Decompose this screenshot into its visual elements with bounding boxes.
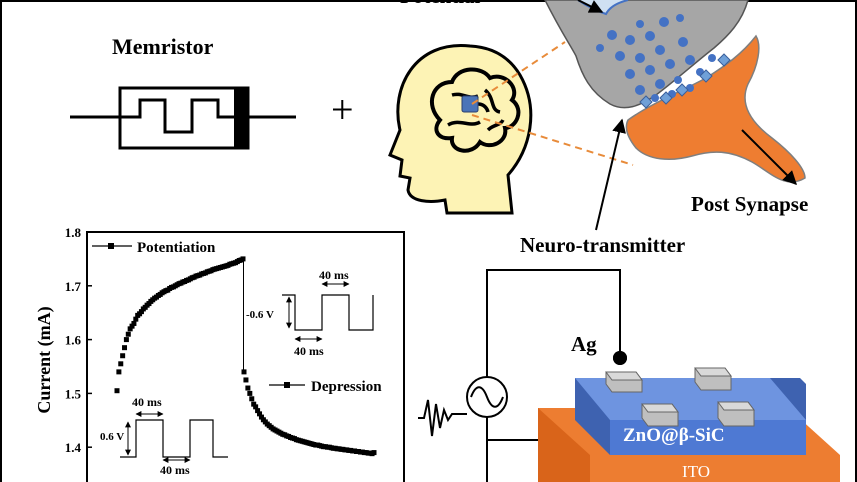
ag-electrode <box>694 367 732 391</box>
memristor-label: Memristor <box>112 34 214 59</box>
legend-depression-label: Depression <box>311 379 382 395</box>
depression-series-point <box>247 390 253 396</box>
y-axis-label: Current (mA) <box>34 306 55 413</box>
y-tick-label: 1.8 <box>65 225 82 240</box>
potentiation-series-point <box>131 320 137 326</box>
potentiation-series-point <box>116 369 122 375</box>
pulse-pos-width-top: 40 ms <box>132 395 162 409</box>
zno-layer <box>610 420 806 455</box>
post-synapse-arrow <box>741 129 797 185</box>
y-tick-label: 1.4 <box>65 440 82 455</box>
potentiation-series-point <box>122 345 128 351</box>
potentiation-series <box>114 256 246 394</box>
ag-electrode <box>717 401 755 427</box>
depression-series <box>241 369 377 457</box>
depression-series-point <box>245 385 251 391</box>
head-brain-icon <box>388 44 533 215</box>
y-tick-label: 1.5 <box>65 386 82 401</box>
potentiation-series-point <box>120 353 126 359</box>
y-tick-label: 1.7 <box>65 279 82 294</box>
synapse-illustration <box>544 0 806 183</box>
zno-layer-label: ZnO@β-SiC <box>623 425 725 446</box>
y-axis-ticks: 1.4 1.5 1.6 1.7 1.8 <box>65 225 92 455</box>
potentiation-series-point <box>138 309 144 315</box>
legend-potentiation-label: Potentiation <box>137 240 216 256</box>
neurotransmitter-arrow <box>595 118 626 231</box>
pulse-neg-amplitude: -0.6 V <box>246 309 274 321</box>
potentiation-series-point <box>240 256 246 262</box>
legend-potentiation: Potentiation <box>92 240 216 256</box>
ag-electrode <box>641 403 679 427</box>
depression-series-point <box>253 404 259 410</box>
depression-series-point <box>257 411 263 417</box>
potentiation-series-point <box>133 316 139 322</box>
y-tick-label: 1.6 <box>65 333 82 348</box>
zoom-line-top <box>471 41 566 105</box>
ag-label: Ag <box>571 332 597 356</box>
chart-area: 1.41.51.61.71.8 Potentiation Depression … <box>34 225 405 482</box>
pulse-inset-positive: 40 ms 0.6 V 40 ms <box>100 395 228 477</box>
potentiation-series-point <box>127 326 133 332</box>
potentiation-series-point <box>118 361 124 367</box>
pulse-pos-amplitude: 0.6 V <box>100 431 124 443</box>
depression-series-point <box>371 450 377 456</box>
depression-series-point <box>241 369 247 375</box>
pulse-pos-width-bottom: 40 ms <box>160 463 190 477</box>
potential-label: Potential <box>400 0 480 9</box>
pulse-inset-negative: 40 ms -0.6 V 40 ms <box>246 268 374 358</box>
ag-electrode <box>605 371 643 393</box>
device-stack <box>538 351 840 482</box>
neuro-transmitter-label: Neuro-transmitter <box>520 233 686 257</box>
ito-layer-label: ITO <box>682 462 711 481</box>
ac-source-icon <box>466 376 508 418</box>
legend-depression: Depression <box>269 379 382 395</box>
memristor-symbol <box>70 86 296 150</box>
potentiation-series-point <box>123 337 129 343</box>
ito-layer <box>590 455 840 482</box>
post-synapse-label: Post Synapse <box>691 192 809 216</box>
chart-marks <box>114 256 377 457</box>
signal-waveform-icon <box>418 399 467 437</box>
pulse-neg-width-top: 40 ms <box>319 268 349 282</box>
potentiation-series-point <box>129 323 135 329</box>
depression-series-point <box>255 408 261 414</box>
plus-sign: + <box>331 87 354 132</box>
potentiation-series-point <box>125 331 131 337</box>
depression-series-point <box>258 414 264 420</box>
depression-series-point <box>243 377 249 383</box>
pulse-neg-width-bottom: 40 ms <box>294 344 324 358</box>
zoom-line-bottom <box>471 114 634 166</box>
depression-series-point <box>249 396 255 402</box>
potentiation-series-point <box>114 388 120 394</box>
depression-series-point <box>251 401 257 407</box>
